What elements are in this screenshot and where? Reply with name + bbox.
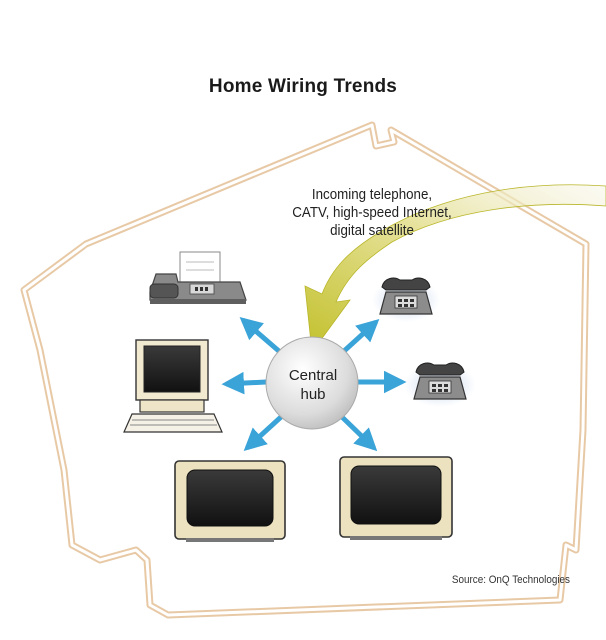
telephone-icon [404,362,476,407]
arrow-to-fax [239,317,282,354]
house-outline [20,121,590,619]
television-icon [174,460,286,542]
connection-arrows [221,317,407,452]
fax-machine-icon [149,251,247,304]
incoming-label-line: digital satellite [330,223,414,239]
central-hub-label: Central hub [270,366,356,404]
central-hub [265,336,359,430]
hub-label-line: hub [300,386,326,403]
arrow-to-computer [221,371,267,395]
incoming-label-line: Incoming telephone, [311,187,433,203]
arrow-to-left-tv [243,415,283,452]
diagram-title: Home Wiring Trends [208,76,398,97]
incoming-label-line: CATV, high-speed Internet, [292,205,452,221]
desktop-computer-icon [123,339,223,433]
source-credit: Source: OnQ Technologies [451,574,570,586]
incoming-services-label: Incoming telephone, CATV, high-speed Int… [262,186,483,240]
hub-label-line: Central [288,367,338,384]
arrow-to-right-tv [340,415,378,452]
television-icon [339,456,453,540]
arrow-to-top-phone [341,318,380,354]
telephone-icon [372,277,440,322]
